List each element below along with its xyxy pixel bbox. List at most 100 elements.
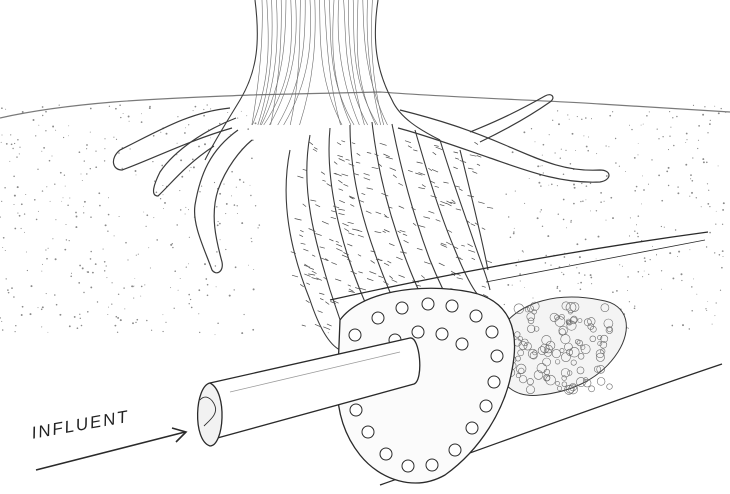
soil-dot (255, 205, 256, 206)
root-stroke (367, 188, 373, 189)
soil-dot (565, 150, 566, 151)
soil-dot (119, 104, 121, 106)
root-stroke (335, 279, 341, 281)
root-stroke (356, 162, 360, 163)
soil-dot (41, 151, 42, 152)
soil-dot (650, 259, 651, 260)
root-stroke (436, 147, 443, 150)
soil-dot (557, 110, 558, 111)
soil-dot (588, 137, 589, 138)
soil-dot (677, 186, 678, 187)
soil-dot (25, 194, 26, 195)
soil-dot (166, 133, 168, 135)
root-stroke (413, 150, 417, 151)
root-stroke (292, 275, 298, 277)
soil-dot (117, 332, 118, 333)
sludge-blob (589, 386, 595, 392)
soil-dot (542, 226, 543, 227)
soil-dot (563, 173, 565, 175)
soil-dot (198, 289, 200, 291)
soil-dot (590, 277, 592, 279)
root-stroke (355, 288, 359, 289)
soil-dot (672, 277, 674, 279)
soil-dot (188, 124, 189, 125)
soil-dot (543, 144, 545, 146)
bark-line (372, 0, 384, 125)
soil-dot (542, 165, 543, 166)
soil-dot (79, 151, 81, 153)
root-stroke (369, 272, 376, 275)
root-stroke (393, 175, 397, 178)
soil-dot (123, 287, 124, 288)
soil-dot (163, 314, 164, 315)
root-stroke (336, 244, 342, 246)
root-stroke (398, 231, 401, 233)
soil-dot (706, 310, 707, 311)
soil-dot (190, 299, 191, 300)
soil-dot (46, 293, 47, 294)
soil-dot (722, 250, 724, 252)
soil-dot (574, 187, 576, 189)
soil-dot (689, 249, 690, 250)
trunk-bark-lines (252, 0, 388, 125)
soil-dot (219, 193, 221, 195)
disk-hole (470, 310, 482, 322)
root-stroke (334, 173, 338, 174)
soil-dot (581, 119, 582, 120)
soil-dot (170, 244, 172, 246)
soil-dot (685, 164, 687, 166)
soil-dot (59, 105, 60, 106)
soil-dot (652, 246, 653, 247)
soil-dot (198, 313, 199, 314)
soil-dot (610, 197, 612, 199)
soil-dot (585, 239, 587, 241)
root-stroke (478, 202, 485, 204)
soil-dot (108, 214, 110, 216)
soil-dot (42, 306, 44, 308)
soil-dot (135, 322, 136, 323)
soil-dot (670, 127, 671, 128)
bark-line (357, 0, 376, 125)
soil-dot (577, 116, 578, 117)
soil-dot (669, 252, 671, 254)
soil-dot (681, 273, 683, 275)
soil-dot (46, 186, 47, 187)
root-stroke (329, 239, 333, 241)
soil-dot (529, 178, 530, 179)
root-stroke (424, 262, 431, 264)
soil-dot (92, 272, 94, 274)
soil-dot (556, 287, 558, 289)
soil-dot (38, 211, 39, 212)
soil-dot (17, 139, 19, 141)
soil-dot (677, 256, 678, 257)
soil-dot (150, 267, 151, 268)
soil-dot (716, 211, 717, 212)
soil-dot (2, 329, 4, 331)
soil-dot (545, 262, 547, 264)
soil-dot (581, 183, 582, 184)
soil-dot (563, 199, 565, 201)
soil-dot (227, 112, 228, 113)
disk-hole (466, 422, 478, 434)
soil-dot (215, 265, 216, 266)
soil-dot (706, 246, 707, 247)
soil-dot (77, 327, 79, 329)
root-stroke (320, 299, 323, 300)
soil-dot (600, 201, 602, 203)
soil-dot (587, 150, 589, 152)
root-stroke (327, 184, 331, 187)
soil-dot (68, 125, 69, 126)
root-stroke (322, 221, 329, 224)
soil-dot (87, 311, 89, 313)
soil-dot (634, 307, 636, 309)
root-stroke (378, 276, 383, 278)
soil-dot (515, 265, 517, 267)
bark-line (348, 0, 364, 125)
soil-dot (120, 117, 121, 118)
soil-dot (723, 256, 724, 257)
soil-dot (185, 214, 186, 215)
soil-dot (231, 171, 233, 173)
soil-dot (504, 304, 505, 305)
soil-dot (512, 285, 513, 286)
soil-dot (718, 165, 719, 166)
